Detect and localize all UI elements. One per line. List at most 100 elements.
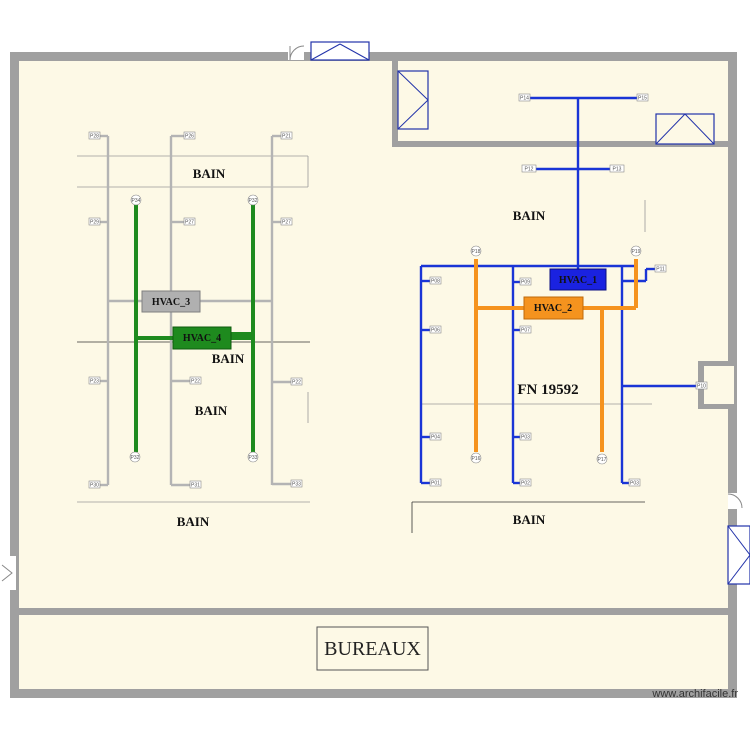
room-label-bain-bottom-right: BAIN [513,512,546,527]
room-label-fn: FN 19592 [517,382,578,398]
point-p34: P34 [130,194,142,206]
room-label-bain-bottom-left: BAIN [177,514,210,529]
room-label-bain-lower-left: BAIN [195,403,228,418]
svg-text:P27: P27 [282,220,291,226]
point-p22b: P22 [290,377,303,386]
point-p14: P14 [518,93,531,102]
svg-text:P10: P10 [697,384,706,390]
svg-text:P22: P22 [292,380,301,386]
svg-text:P15: P15 [638,96,647,102]
room-label-bain-top-right: BAIN [513,208,546,223]
point-p13: P13 [609,164,625,173]
hvac-unit-4[interactable]: HVAC_4 [172,326,232,350]
svg-text:P13: P13 [613,167,622,173]
hvac-4-label: HVAC_4 [183,333,221,344]
svg-text:P28: P28 [90,134,99,140]
svg-text:P09: P09 [521,280,530,286]
svg-text:P06: P06 [431,328,440,334]
svg-text:P04: P04 [431,435,440,441]
svg-text:P02: P02 [521,481,530,487]
svg-text:P16: P16 [472,456,481,462]
outlet-points-square: P14 P15 P12 P13 P11 P10 P08 P06 P04 P01 … [88,93,708,489]
svg-text:P17: P17 [598,457,607,463]
room-label-bain-mid-left: BAIN [212,351,245,366]
loading-door-right[interactable] [727,525,750,585]
point-p33b: P33 [290,479,303,488]
point-p22: P22 [189,376,202,385]
point-p29: P29 [88,217,101,226]
point-p10: P10 [695,381,708,390]
loading-door-room-vertical[interactable] [397,70,429,130]
point-p06: P06 [429,325,442,334]
watermark: www.archifacile.fr [651,688,738,700]
outlet-points-round: P18 P19 P16 P17 P34 P32 P33 P32 [129,194,642,465]
svg-text:P08: P08 [431,279,440,285]
hvac-unit-1[interactable]: HVAC_1 [549,268,607,291]
svg-text:P23: P23 [90,379,99,385]
point-p02: P02 [519,478,532,487]
point-p32: P32 [247,194,259,206]
point-p09: P09 [519,277,532,286]
point-p23: P23 [88,376,101,385]
svg-text:P30: P30 [90,483,99,489]
door-right-wall[interactable] [727,493,743,509]
svg-text:P27: P27 [185,220,194,226]
point-p28: P28 [88,131,101,140]
zone-lines [77,155,652,533]
hvac-1-label: HVAC_1 [559,275,597,286]
point-p27b: P27 [280,217,293,226]
svg-text:P12: P12 [525,167,534,173]
point-p03b: P03 [628,478,641,487]
point-p27: P27 [183,217,196,226]
svg-text:P33: P33 [249,455,258,461]
bureaux-label-box: BUREAUX [316,626,429,671]
hvac-unit-3[interactable]: HVAC_3 [141,290,201,313]
svg-text:P32: P32 [249,198,258,204]
point-p21: P21 [280,131,293,140]
point-p12: P12 [521,164,537,173]
hvac-3-label: HVAC_3 [152,297,190,308]
loading-door-room-horizontal[interactable] [655,113,715,145]
point-p11: P11 [654,264,667,273]
svg-text:P18: P18 [472,249,481,255]
svg-text:P21: P21 [282,134,291,140]
svg-text:P34: P34 [132,198,141,204]
svg-text:P01: P01 [431,481,440,487]
point-p04: P04 [429,432,442,441]
building-shell [10,52,737,698]
point-p07: P07 [519,325,532,334]
point-p15: P15 [636,93,649,102]
point-p33: P33 [247,451,259,463]
point-p03: P03 [519,432,532,441]
hvac-unit-2[interactable]: HVAC_2 [523,296,584,320]
room-label-bureaux: BUREAUX [324,638,421,660]
point-p32-bottom: P32 [129,451,141,463]
svg-text:P07: P07 [521,328,530,334]
svg-text:P26: P26 [185,134,194,140]
svg-text:P14: P14 [520,96,529,102]
point-p19: P19 [630,245,642,257]
entrance-door-top[interactable] [288,44,305,61]
svg-text:P11: P11 [656,267,665,273]
point-p30: P30 [88,480,101,489]
hvac-2-label: HVAC_2 [534,303,572,314]
svg-text:P32: P32 [131,455,140,461]
svg-text:P19: P19 [632,249,641,255]
svg-text:P31: P31 [191,483,200,489]
svg-text:P03: P03 [630,481,639,487]
point-p18: P18 [470,245,482,257]
room-label-bain-top-left: BAIN [193,166,226,181]
point-p17: P17 [596,453,608,465]
right-alcove [698,361,736,409]
point-p31: P31 [189,480,202,489]
svg-text:P03: P03 [521,435,530,441]
point-p08: P08 [429,276,442,285]
svg-text:P22: P22 [191,379,200,385]
point-p01: P01 [429,478,442,487]
svg-text:P29: P29 [90,220,99,226]
window-left-wall[interactable] [0,556,16,590]
loading-door-top[interactable] [310,41,370,61]
point-p26: P26 [183,131,196,140]
duct-network-blue [419,96,697,485]
point-p16: P16 [470,452,482,464]
